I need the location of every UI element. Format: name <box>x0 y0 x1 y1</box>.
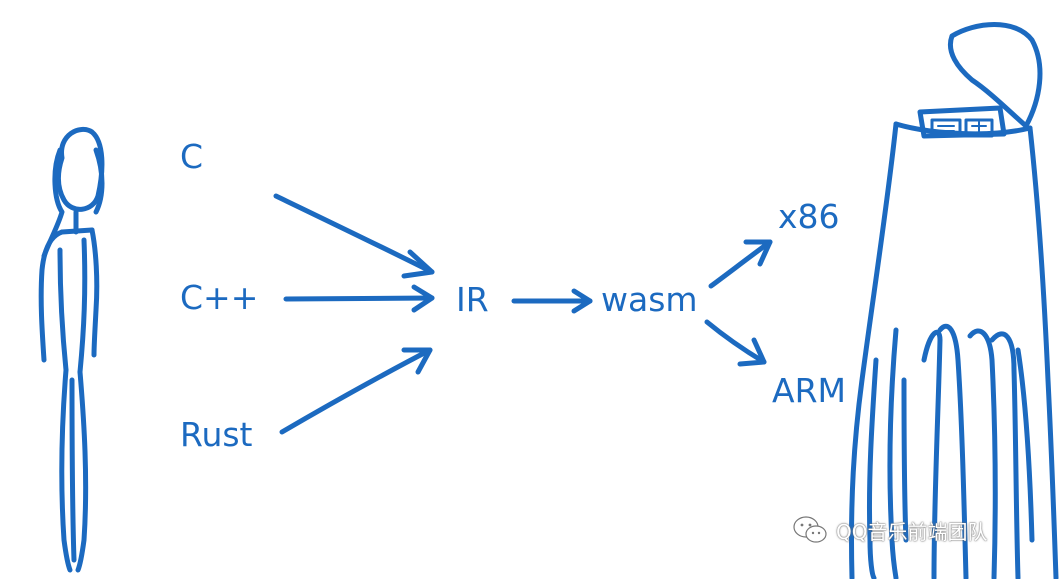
watermark: QQ音乐前端团队 <box>792 515 987 545</box>
arch-x86-label: x86 <box>778 197 840 236</box>
wechat-icon <box>793 516 827 543</box>
ir-label: IR <box>456 280 489 319</box>
machine-figure <box>849 22 1059 581</box>
source-lang-cpp: C++ <box>180 278 259 317</box>
source-lang-rust: Rust <box>180 415 253 454</box>
source-lang-c: C <box>180 137 204 176</box>
arrow-wasm-to-arm <box>704 319 767 367</box>
arrow-cpp-to-ir <box>283 284 435 313</box>
wasm-label: wasm <box>601 280 698 319</box>
arrow-ir-to-wasm <box>511 288 593 314</box>
arrow-rust-to-ir <box>279 347 433 435</box>
arrow-wasm-to-x86 <box>708 239 773 289</box>
watermark-text: QQ音乐前端团队 <box>836 519 988 544</box>
arch-arm-label: ARM <box>772 371 846 410</box>
developer-figure <box>38 126 105 573</box>
arrow-c-to-ir <box>273 193 435 279</box>
